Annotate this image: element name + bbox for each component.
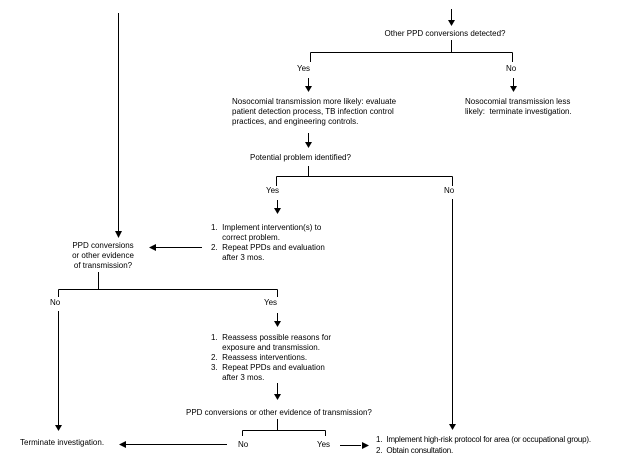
arrowhead-reassess [274,394,281,400]
label-yes-branch4: Yes [317,440,331,449]
branch3-lines [58,272,278,297]
arrowhead-terminate-left [119,441,126,448]
branch2-lines [276,166,453,186]
arrowhead-branch2-yes [274,208,281,214]
label-no-branch4: No [238,440,249,449]
note-terminate-investigation: Terminate investigation. [20,438,105,447]
arrowhead-branch3-no [55,425,62,431]
arrowhead-high-risk-right [362,442,369,449]
arrowhead-entry-top [448,20,455,26]
note-less-likely: Nosocomial transmission less likely: ter… [465,97,572,116]
label-no-branch2: No [444,186,455,195]
branch4-lines [242,419,326,436]
arrowhead-more-likely [305,142,312,148]
label-yes-branch2: Yes [266,186,280,195]
arrowhead-branch1-no [510,86,517,92]
question-potential-problem: Potential problem identified? [250,153,351,162]
arrowhead-branch3-yes [274,321,281,327]
list-intervention-steps: 1. Implement intervention(s) to correct … [211,223,325,262]
arrowhead-intervention-left [149,244,156,251]
list-reassess-steps: 1. Reassess possible reasons for exposur… [211,333,332,382]
list-high-risk-steps: 1. Implement high-risk protocol for area… [376,435,591,455]
arrowhead-branch2-no [449,424,456,430]
arrowhead-entry-left [115,231,122,238]
question-other-ppd-conversions: Other PPD conversions detected? [384,29,506,38]
question-ppd-conversions: PPD conversions or other evidence of tra… [72,241,134,270]
question-final-conversions: PPD conversions or other evidence of tra… [186,408,372,417]
note-more-likely: Nosocomial transmission more likely: eva… [232,97,397,126]
label-no-branch3: No [50,298,61,307]
branch1-lines [310,40,513,62]
arrowhead-branch1-yes [305,86,312,92]
label-yes-branch3: Yes [264,298,278,307]
arrowheads [55,20,517,449]
label-no-branch1: No [506,64,517,73]
label-yes-branch1: Yes [297,64,311,73]
